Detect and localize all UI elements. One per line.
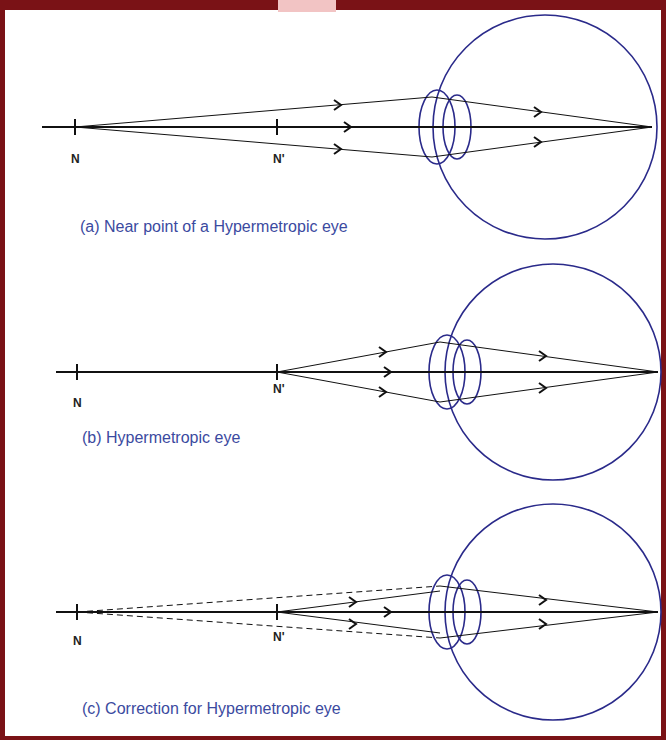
point-label: N bbox=[72, 396, 83, 410]
panel-caption: (a) Near point of a Hypermetropic eye bbox=[80, 217, 348, 237]
point-label: N bbox=[70, 152, 81, 166]
panel-caption: (b) Hypermetropic eye bbox=[82, 428, 240, 448]
point-label: N' bbox=[272, 152, 286, 166]
point-label: N' bbox=[272, 630, 286, 644]
frame-tab bbox=[278, 0, 336, 12]
panel-caption: (c) Correction for Hypermetropic eye bbox=[82, 699, 341, 719]
point-label: N bbox=[72, 634, 83, 648]
point-label: N' bbox=[272, 382, 286, 396]
